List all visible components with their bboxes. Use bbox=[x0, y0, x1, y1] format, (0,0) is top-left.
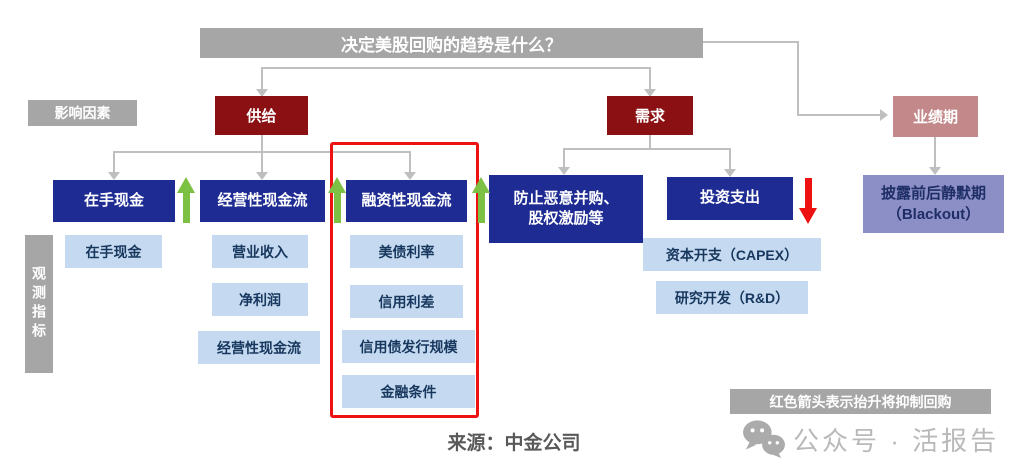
indicator-box: 在手现金 bbox=[65, 235, 162, 268]
influence-factors-label: 影响因素 bbox=[28, 100, 137, 126]
connector-line bbox=[934, 137, 936, 168]
operating-cashflow-box: 经营性现金流 bbox=[200, 180, 325, 222]
up-arrow-icon bbox=[472, 177, 490, 225]
connector-line bbox=[563, 148, 565, 168]
connector-line bbox=[409, 151, 411, 173]
diagram-title: 决定美股回购的趋势是什么？ bbox=[200, 28, 703, 58]
indicator-box: 金融条件 bbox=[342, 375, 475, 408]
connector-line bbox=[703, 41, 799, 43]
indicator-box: 净利润 bbox=[212, 283, 308, 316]
indicator-box: 经营性现金流 bbox=[198, 331, 320, 364]
arrowhead-icon bbox=[929, 167, 941, 175]
connector-line bbox=[797, 41, 799, 116]
arrowhead-icon bbox=[256, 172, 268, 180]
indicator-box: 营业收入 bbox=[212, 235, 308, 268]
watermark-text: 公众号 · 活报告 bbox=[793, 426, 1000, 456]
arrowhead-icon bbox=[404, 172, 416, 180]
indicator-box: 资本开支（CAPEX） bbox=[643, 238, 821, 271]
investment-spending-box: 投资支出 bbox=[667, 177, 793, 220]
up-arrow-icon bbox=[328, 177, 346, 225]
prevent-hostile-ma-box: 防止恶意并购、 股权激励等 bbox=[489, 175, 643, 243]
prevent-line1: 防止恶意并购、 bbox=[513, 189, 619, 207]
blackout-period-box: 披露前后静默期 （Blackout） bbox=[863, 175, 1004, 233]
connector-line bbox=[262, 67, 651, 69]
up-arrow-icon bbox=[177, 177, 195, 225]
connector-line bbox=[797, 114, 881, 116]
wechat-bubbles-icon bbox=[743, 420, 785, 459]
blackout-line1: 披露前后静默期 bbox=[880, 185, 986, 202]
down-arrow-icon bbox=[799, 178, 817, 226]
connector-line bbox=[261, 151, 263, 173]
arrowhead-icon bbox=[108, 172, 120, 180]
blackout-line2: （Blackout） bbox=[886, 206, 981, 223]
demand-box: 需求 bbox=[607, 96, 693, 135]
supply-box: 供给 bbox=[215, 96, 308, 135]
prevent-line2: 股权激励等 bbox=[528, 210, 604, 227]
indicator-box: 信用利差 bbox=[350, 285, 463, 318]
connector-line bbox=[564, 148, 731, 150]
arrowhead-icon bbox=[256, 89, 268, 97]
source-text: 来源：中金公司 bbox=[447, 433, 581, 454]
earnings-period-box: 业绩期 bbox=[893, 96, 978, 137]
indicator-box: 信用债发行规模 bbox=[342, 330, 475, 363]
indicator-box: 研究开发（R&D） bbox=[656, 281, 808, 314]
arrowhead-icon bbox=[724, 169, 736, 177]
connector-line bbox=[113, 151, 115, 173]
financing-cashflow-box: 融资性现金流 bbox=[346, 180, 467, 222]
connector-line bbox=[261, 67, 263, 90]
indicator-box: 美债利率 bbox=[350, 235, 463, 268]
arrowhead-icon bbox=[644, 89, 656, 97]
connector-line bbox=[649, 135, 651, 150]
arrowhead-icon bbox=[558, 167, 570, 175]
connector-line bbox=[649, 67, 651, 90]
cash-on-hand-box: 在手现金 bbox=[53, 180, 175, 222]
arrowhead-icon bbox=[880, 109, 888, 121]
observation-indicators-label: 观测指标 bbox=[25, 235, 53, 373]
connector-line bbox=[261, 135, 263, 153]
connector-line bbox=[729, 148, 731, 170]
red-arrow-note: 红色箭头表示抬升将抑制回购 bbox=[730, 389, 991, 414]
